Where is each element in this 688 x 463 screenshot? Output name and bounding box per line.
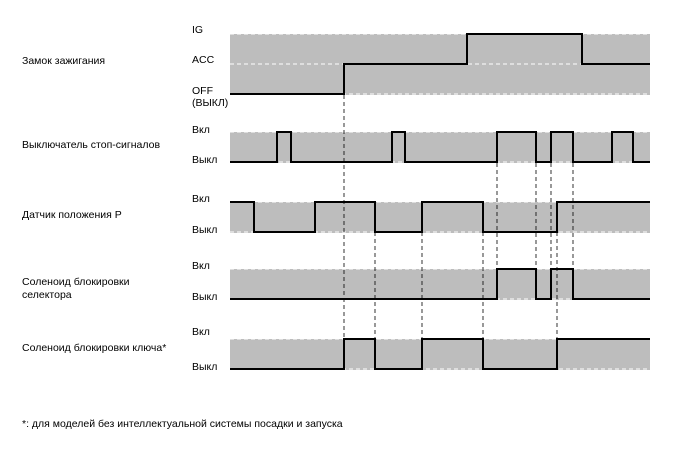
signal-name-stop: Выключатель стоп-сигналов	[22, 139, 160, 151]
level-ig: IG	[192, 24, 203, 36]
ignition-waveform	[230, 33, 650, 95]
signal-key-lock: Соленоид блокировки ключа* Вкл Выкл	[22, 326, 650, 373]
stop-waveform	[230, 131, 650, 163]
signal-name-psensor: Датчик положения P	[22, 209, 122, 221]
level-off-ru: (ВЫКЛ)	[192, 97, 228, 109]
signal-name-shiftlock-2: селектора	[22, 289, 72, 301]
signal-stop-switch: Выключатель стоп-сигналов Вкл Выкл	[22, 124, 650, 166]
stop-level-on: Вкл	[192, 124, 210, 136]
psensor-band	[230, 202, 650, 233]
keylock-waveform	[230, 338, 650, 370]
level-off: OFF	[192, 85, 213, 97]
signal-name-shiftlock-1: Соленоид блокировки	[22, 276, 130, 288]
keylock-level-off: Выкл	[192, 361, 217, 373]
shiftlock-level-on: Вкл	[192, 260, 210, 272]
psensor-level-on: Вкл	[192, 193, 210, 205]
event-markers	[343, 95, 574, 339]
signal-name-keylock: Соленоид блокировки ключа*	[22, 342, 166, 354]
shiftlock-waveform	[230, 268, 650, 300]
signal-name-ignition: Замок зажигания	[22, 55, 105, 67]
signal-ignition: Замок зажигания IG ACC OFF (ВЫКЛ)	[22, 24, 650, 109]
keylock-band	[230, 339, 650, 370]
signal-shift-lock: Соленоид блокировки селектора Вкл Выкл	[22, 260, 650, 303]
keylock-level-on: Вкл	[192, 326, 210, 338]
psensor-waveform	[230, 201, 650, 233]
level-acc: ACC	[192, 54, 215, 66]
stop-level-off: Выкл	[192, 154, 217, 166]
footnote: *: для моделей без интеллектуальной сист…	[22, 418, 343, 430]
shiftlock-band	[230, 269, 650, 300]
psensor-level-off: Выкл	[192, 224, 217, 236]
shiftlock-level-off: Выкл	[192, 291, 217, 303]
stop-band	[230, 132, 650, 163]
signal-p-sensor: Датчик положения P Вкл Выкл	[22, 193, 650, 236]
